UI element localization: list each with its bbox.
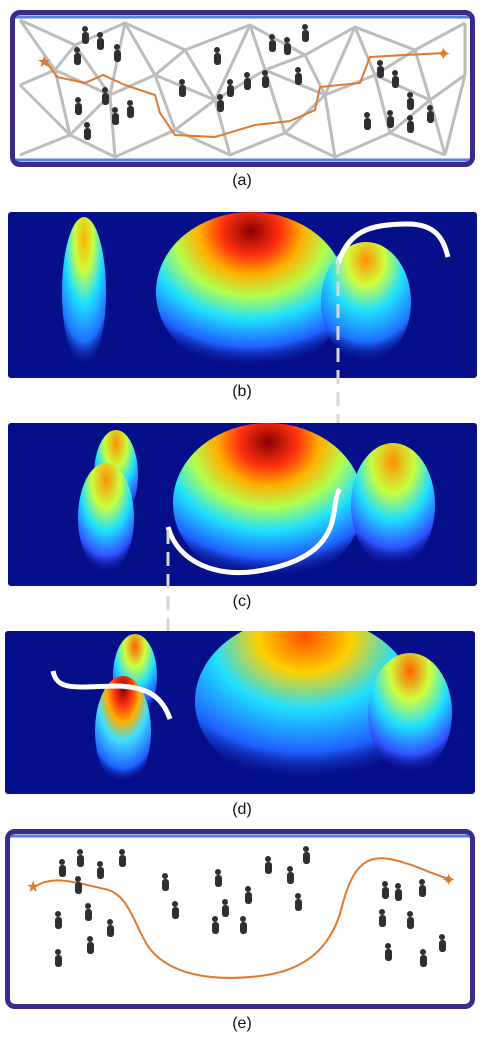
- density-peak-right: [321, 242, 411, 362]
- pedestrian-icon: [55, 911, 62, 929]
- pedestrian-icon: [269, 34, 276, 52]
- pedestrian-icon: [87, 936, 94, 954]
- pedestrian-icon: [75, 97, 82, 115]
- pedestrian-icon: [75, 876, 82, 894]
- pedestrian-icon: [262, 70, 269, 88]
- pedestrian-icon: [284, 37, 291, 55]
- pedestrian-icon: [85, 903, 92, 921]
- pedestrian-icon: [114, 44, 121, 62]
- pedestrian-icon: [379, 909, 386, 927]
- pedestrian-icon: [84, 122, 91, 140]
- panel-a-scene: ★ ✦: [15, 15, 470, 162]
- pedestrian-icon: [97, 861, 104, 879]
- planned-path: [44, 52, 446, 139]
- density-peak-center: [173, 423, 363, 583]
- caption-b: (b): [232, 383, 252, 400]
- pedestrian-icon: [387, 110, 394, 128]
- pedestrian-group: [74, 24, 434, 140]
- pedestrian-icon: [439, 934, 446, 952]
- pedestrian-icon: [162, 873, 169, 891]
- density-peak-left-lower: [78, 463, 134, 573]
- panel-a-frame: ★ ✦: [10, 10, 475, 167]
- pedestrian-icon: [102, 87, 109, 105]
- density-peak-center: [156, 212, 346, 372]
- caption-a: (a): [232, 172, 252, 189]
- panel-d-surface: [5, 631, 475, 794]
- pedestrian-icon: [295, 893, 302, 911]
- pedestrian-icon: [407, 911, 414, 929]
- pedestrian-icon: [55, 949, 62, 967]
- pedestrian-icon: [303, 846, 310, 864]
- connector-b-c: [336, 260, 340, 496]
- pedestrian-icon: [179, 79, 186, 97]
- pedestrian-icon: [59, 859, 66, 877]
- pedestrian-icon: [395, 883, 402, 901]
- pedestrian-icon: [82, 26, 89, 44]
- pedestrian-icon: [382, 881, 389, 899]
- goal-star-icon: ✦: [441, 870, 456, 891]
- start-star-icon: ★: [26, 877, 40, 896]
- pedestrian-icon: [427, 105, 434, 123]
- density-peak-right: [368, 653, 452, 773]
- pedestrian-icon: [265, 856, 272, 874]
- boundary-curve: [165, 487, 342, 576]
- caption-e: (e): [232, 1015, 252, 1032]
- pedestrian-group: [55, 846, 446, 967]
- pedestrian-icon: [212, 916, 219, 934]
- density-peak-center: [195, 631, 415, 786]
- panel-e-frame: ★ ✦: [5, 829, 475, 1009]
- pedestrian-icon: [74, 47, 81, 65]
- goal-star-icon: ✦: [436, 44, 451, 65]
- density-peak-left-lower: [95, 676, 151, 786]
- panel-e-scene: ★ ✦: [10, 834, 470, 979]
- pedestrian-icon: [407, 115, 414, 133]
- pedestrian-icon: [214, 47, 221, 65]
- pedestrian-icon: [245, 886, 252, 904]
- start-star-icon: ★: [37, 52, 51, 71]
- pedestrian-icon: [240, 916, 247, 934]
- graph-edges: [18, 18, 467, 159]
- density-peak-left: [62, 217, 106, 367]
- pedestrian-icon: [217, 94, 224, 112]
- boundary-curve: [335, 221, 451, 265]
- pedestrian-icon: [419, 879, 426, 897]
- pedestrian-icon: [295, 67, 302, 85]
- caption-d: (d): [232, 801, 252, 818]
- panel-b-scene: [62, 212, 451, 372]
- pedestrian-icon: [244, 72, 251, 90]
- pedestrian-icon: [172, 901, 179, 919]
- pedestrian-icon: [377, 60, 384, 78]
- panel-c-surface: [8, 423, 477, 586]
- pedestrian-icon: [392, 70, 399, 88]
- pedestrian-icon: [97, 32, 104, 50]
- pedestrian-icon: [364, 112, 371, 130]
- pedestrian-icon: [119, 849, 126, 867]
- pedestrian-icon: [215, 869, 222, 887]
- pedestrian-icon: [77, 849, 84, 867]
- pedestrian-icon: [227, 79, 234, 97]
- pedestrian-icon: [302, 24, 309, 42]
- panel-c-scene: [78, 423, 435, 583]
- pedestrian-icon: [420, 949, 427, 967]
- caption-c: (c): [232, 593, 252, 610]
- pedestrian-icon: [385, 943, 392, 961]
- pedestrian-icon: [107, 919, 114, 937]
- pedestrian-icon: [287, 866, 294, 884]
- pedestrian-icon: [112, 107, 119, 125]
- pedestrian-icon: [407, 92, 414, 110]
- panel-b-surface: [8, 212, 477, 378]
- panel-d-scene: [50, 631, 452, 786]
- pedestrian-icon: [127, 100, 134, 118]
- pedestrian-icon: [222, 899, 229, 917]
- planned-path: [35, 857, 451, 979]
- boundary-curve: [50, 670, 173, 720]
- density-peak-right: [351, 443, 435, 567]
